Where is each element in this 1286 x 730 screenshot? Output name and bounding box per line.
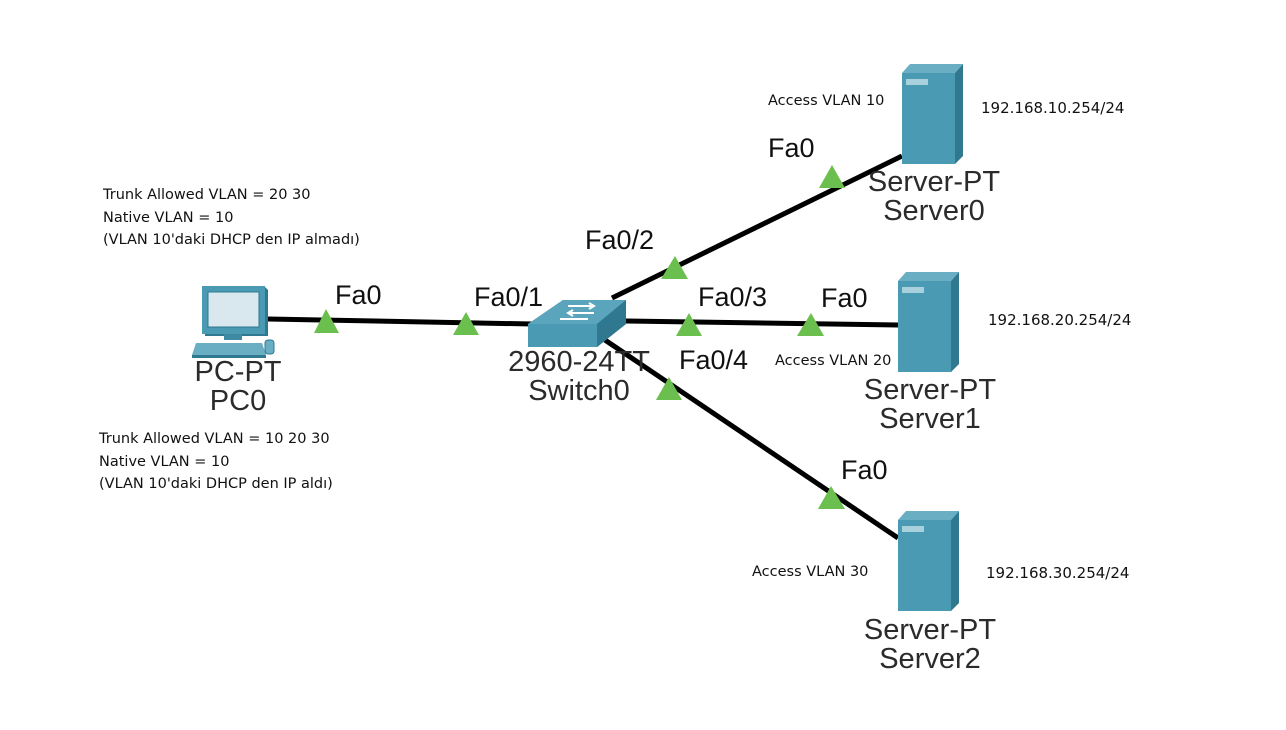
server1-access-vlan: Access VLAN 20: [775, 353, 892, 369]
server-icon-server2[interactable]: [898, 511, 959, 611]
link-up-indicator-sw-fa0-3: [676, 313, 702, 336]
server1-label: Server-PT Server1: [850, 376, 1010, 434]
link-up-indicator-sw-fa0-2: [661, 256, 688, 279]
link-up-indicator-server1-fa0: [797, 313, 824, 336]
link-switch0-server0[interactable]: [610, 153, 904, 301]
server2-name: Server2: [879, 643, 981, 675]
server-icon-server1[interactable]: [898, 272, 959, 372]
port-label-sw-fa0-1: Fa0/1: [474, 282, 544, 312]
pc0-label: PC-PT PC0: [178, 358, 298, 416]
server2-type: Server-PT: [863, 614, 997, 646]
server0-access-vlan: Access VLAN 10: [768, 93, 885, 109]
switch-icon[interactable]: [528, 300, 626, 347]
server1-ip: 192.168.20.254/24: [988, 311, 1132, 329]
link-up-indicator-server2-fa0: [818, 486, 845, 509]
server1-type: Server-PT: [863, 374, 997, 406]
server-icon-server0[interactable]: [902, 64, 963, 164]
port-label-server0-fa0: Fa0: [768, 133, 815, 163]
server2-ip: 192.168.30.254/24: [986, 564, 1130, 582]
link-pc0-switch0[interactable]: [267, 316, 533, 327]
server0-type: Server-PT: [867, 166, 1001, 198]
trunk-note-bottom: Trunk Allowed VLAN = 10 20 30 Native VLA…: [99, 428, 333, 496]
server0-ip: 192.168.10.254/24: [981, 99, 1125, 117]
port-label-server1-fa0: Fa0: [821, 283, 868, 313]
port-label-sw-fa0-3: Fa0/3: [698, 282, 768, 312]
link-up-indicator-pc0-fa0: [314, 309, 339, 333]
port-label-pc0-fa0: Fa0: [335, 280, 382, 310]
trunk-note-bottom-line-1: Trunk Allowed VLAN = 10 20 30: [99, 431, 330, 447]
server2-access-vlan: Access VLAN 30: [752, 564, 869, 580]
trunk-note-bottom-line-2: Native VLAN = 10: [99, 453, 230, 470]
pc-icon[interactable]: [192, 286, 275, 358]
switch0-type: 2960-24TT: [508, 346, 650, 378]
port-label-sw-fa0-4: Fa0/4: [679, 345, 749, 375]
link-indicators: [314, 165, 845, 509]
pc0-type: PC-PT: [194, 356, 282, 388]
link-switch0-server1[interactable]: [624, 318, 899, 328]
port-label-sw-fa0-2: Fa0/2: [585, 225, 655, 255]
server1-name: Server1: [879, 403, 981, 435]
trunk-note-top-line-3: (VLAN 10'daki DHCP den IP almadı): [103, 232, 360, 248]
server0-label: Server-PT Server0: [854, 168, 1014, 226]
link-up-indicator-sw-fa0-4: [656, 377, 682, 400]
link-up-indicator-sw-fa0-1: [453, 312, 479, 335]
links: [267, 153, 904, 541]
port-label-server2-fa0: Fa0: [841, 455, 888, 485]
trunk-note-top: Trunk Allowed VLAN = 20 30 Native VLAN =…: [103, 184, 360, 252]
link-up-indicator-server0-fa0: [819, 165, 845, 188]
trunk-note-bottom-line-3: (VLAN 10'daki DHCP den IP aldı): [99, 476, 333, 492]
trunk-note-top-line-1: Trunk Allowed VLAN = 20 30: [103, 187, 311, 203]
switch0-label: 2960-24TT Switch0: [494, 348, 664, 406]
trunk-note-top-line-2: Native VLAN = 10: [103, 209, 234, 226]
server0-name: Server0: [883, 195, 985, 227]
link-switch0-server2[interactable]: [603, 337, 900, 541]
server2-label: Server-PT Server2: [850, 616, 1010, 674]
pc0-name: PC0: [209, 385, 267, 417]
switch0-name: Switch0: [528, 375, 630, 407]
